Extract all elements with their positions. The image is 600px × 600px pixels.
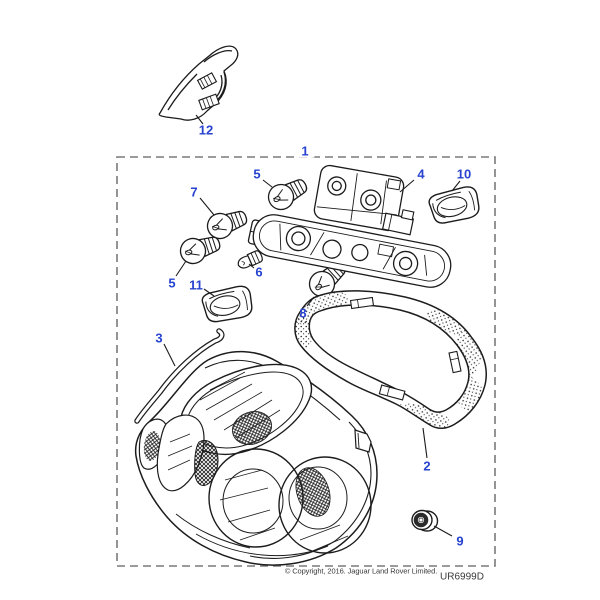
bulb-holder-4 [247,164,452,288]
callout-5-top[interactable]: 5 [253,166,261,182]
callout-3[interactable]: 3 [155,330,163,346]
diagram-code: UR6999D [440,571,484,583]
bulb-5-top [263,172,312,215]
boot-11 [200,283,256,326]
callout-6[interactable]: 6 [255,264,263,280]
copyright-text: © Copyright, 2016. Jaguar Land Rover Lim… [284,566,438,576]
boot-10 [426,183,483,228]
callout-1[interactable]: 1 [295,144,315,158]
callout-9[interactable]: 9 [456,533,464,549]
grommet-9 [411,509,439,532]
part-trim-12 [158,45,239,121]
callout-4[interactable]: 4 [417,166,425,182]
callout-8[interactable]: 8 [299,305,307,321]
leader-lines [163,114,461,537]
callout-11[interactable]: 11 [189,277,203,293]
headlamp-unit [134,350,378,566]
callout-2[interactable]: 2 [423,458,431,474]
callout-12[interactable]: 12 [198,122,214,138]
callout-10[interactable]: 10 [456,166,472,182]
callout-5-lower[interactable]: 5 [168,275,176,291]
callout-7[interactable]: 7 [190,184,198,200]
seal-strip-3 [134,328,225,424]
